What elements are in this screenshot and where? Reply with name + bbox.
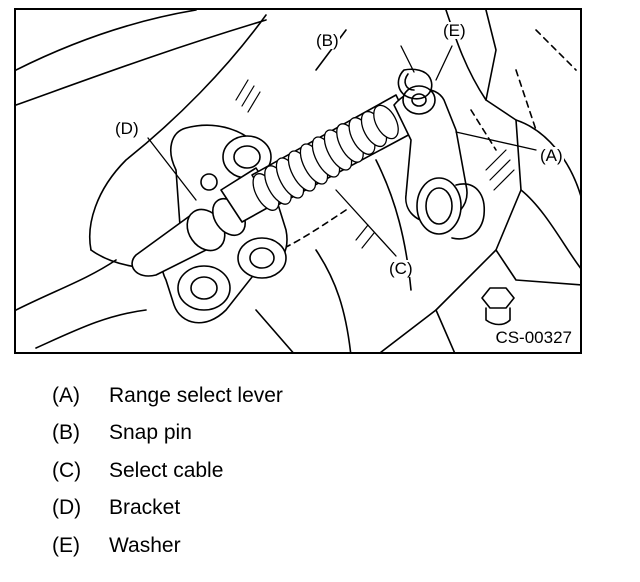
legend-label: Bracket: [109, 496, 181, 519]
legend-key: (E): [52, 534, 80, 557]
legend-label: Snap pin: [109, 421, 192, 444]
callout-d: (D): [114, 119, 140, 138]
callout-b: (B): [315, 31, 340, 50]
callout-c: (C): [388, 259, 414, 278]
diagram-illustration: [16, 10, 580, 352]
figure-id: CS-00327: [493, 328, 574, 348]
legend-key: (C): [52, 459, 82, 482]
legend-key: (B): [52, 421, 80, 444]
legend-key: (A): [52, 384, 80, 407]
legend-label: Select cable: [109, 459, 224, 482]
diagram-figure: (B) (E) (A) (D) (C) CS-00327: [14, 8, 582, 354]
legend-label: Washer: [109, 534, 181, 557]
callout-a: (A): [539, 146, 564, 165]
legend-label: Range select lever: [109, 384, 283, 407]
callout-e: (E): [442, 21, 467, 40]
legend-key: (D): [52, 496, 82, 519]
